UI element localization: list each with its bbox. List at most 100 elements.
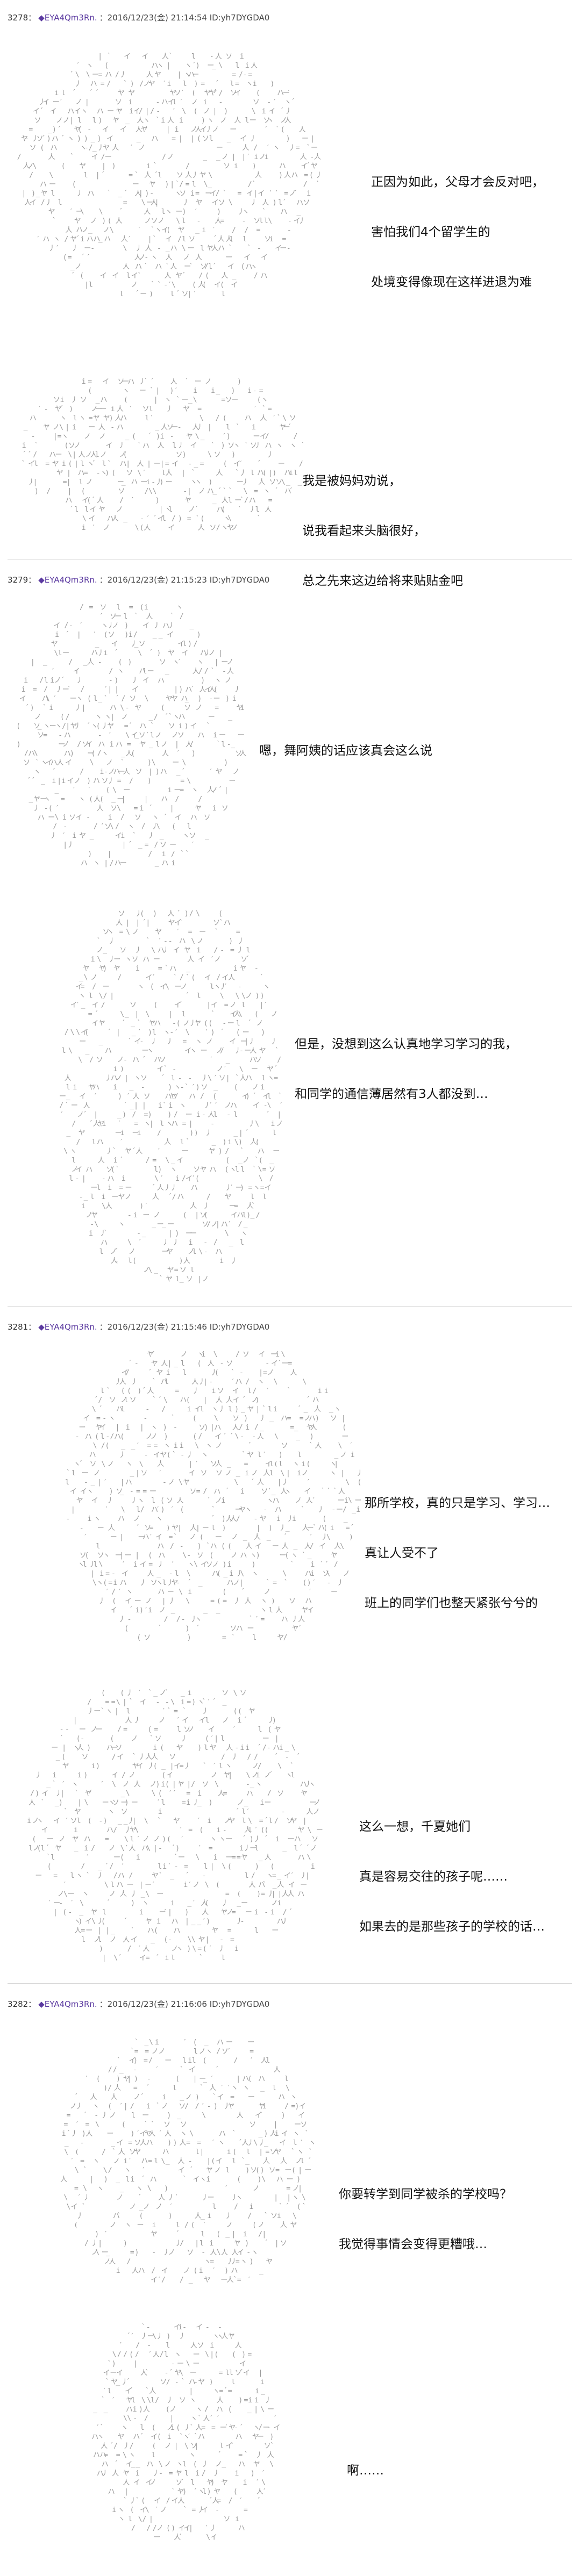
svg-text:`: ` (215, 928, 219, 936)
svg-text:ノ: ノ (125, 1193, 132, 1201)
svg-text:ノ: ノ (131, 1735, 138, 1743)
svg-text:/: / (180, 2276, 184, 2284)
svg-text:(: ( (111, 469, 116, 477)
svg-text:イ: イ (201, 1561, 208, 1569)
svg-text:ー: ー (190, 2369, 197, 2377)
svg-text:/: / (176, 1616, 181, 1624)
svg-text:(: ( (153, 1001, 158, 1009)
svg-text:-: - (68, 1908, 73, 1917)
svg-text:人: 人 (157, 1184, 164, 1192)
svg-text:\: \ (75, 71, 80, 79)
svg-text:=: = (148, 2157, 152, 2165)
author-name: ◆EYA4Qm3Rn. (38, 575, 97, 585)
svg-text:`: ` (236, 424, 240, 432)
svg-text:i: i (234, 1945, 239, 1953)
svg-text:|: | (168, 1230, 173, 1238)
svg-text:人: 人 (287, 1890, 294, 1898)
svg-text:_: _ (187, 1899, 191, 1907)
svg-text:-: - (140, 1038, 144, 1046)
svg-text:l: l (108, 2387, 112, 2395)
svg-text:ソ: ソ (53, 396, 60, 404)
svg-text:ヽ: ヽ (156, 1515, 163, 1523)
svg-text:=: = (282, 235, 287, 243)
svg-text:′: ′ (111, 2396, 116, 2405)
svg-text:-: - (265, 1360, 269, 1368)
svg-text:ヽ: ヽ (118, 2506, 125, 2514)
svg-text:-: - (263, 1102, 268, 1110)
post-number[interactable]: 3279： (8, 575, 37, 585)
svg-text:`: ` (165, 965, 169, 973)
svg-text:ヽ: ヽ (41, 759, 48, 767)
svg-text:/: / (59, 1102, 63, 1110)
svg-text:ソ: ソ (222, 2048, 229, 2056)
svg-text:イ: イ (86, 741, 92, 749)
svg-text:ー: ー (230, 126, 237, 134)
svg-text:|: | (310, 135, 315, 143)
svg-text:´: ´ (289, 487, 293, 496)
svg-text:人: 人 (140, 2369, 147, 2377)
svg-text:): ) (77, 135, 81, 143)
svg-text:ノ: ノ (231, 1552, 238, 1560)
svg-text:丿: 丿 (35, 1771, 42, 1779)
svg-text:ヤ: ヤ (301, 1606, 308, 1615)
svg-text:l: l (245, 1872, 249, 1880)
svg-text:ハ: ハ (146, 2460, 153, 2469)
svg-text:/: / (303, 181, 308, 189)
svg-text:´: ´ (208, 2497, 212, 2505)
svg-text:人: 人 (226, 1515, 233, 1523)
svg-text:_: _ (92, 144, 97, 152)
svg-text:/: / (120, 814, 125, 822)
svg-text:/: / (113, 1872, 118, 1880)
svg-text:ヽ: ヽ (207, 117, 214, 125)
svg-text:l: l (272, 1129, 276, 1137)
svg-text:イ: イ (116, 2369, 123, 2377)
svg-text:-: - (152, 2249, 156, 2257)
svg-text:ー: ー (208, 2194, 215, 2202)
svg-text:ヤ: ヤ (48, 208, 55, 216)
svg-text:ノ: ノ (74, 442, 81, 450)
svg-text:\: \ (188, 1936, 192, 1944)
svg-text:人: 人 (209, 686, 216, 694)
svg-text:-: - (253, 387, 257, 395)
svg-text:′: ′ (101, 823, 105, 831)
svg-text:′: ′ (77, 2194, 81, 2202)
svg-text:l: l (77, 117, 82, 125)
post-number[interactable]: 3282： (8, 1999, 37, 2009)
svg-text:ハ: ハ (116, 1405, 123, 1413)
svg-text:-: - (203, 1239, 208, 1247)
svg-text:/: / (229, 2497, 233, 2505)
post-number[interactable]: 3278： (8, 13, 37, 23)
svg-text:=: = (274, 1074, 278, 1082)
svg-text:ヤ: ヤ (206, 2166, 213, 2175)
svg-text:\: \ (101, 1460, 105, 1468)
svg-text:/: / (39, 677, 44, 685)
svg-text:_: _ (131, 2460, 136, 2469)
svg-text:ノ: ノ (188, 506, 195, 514)
svg-text:i: i (166, 1369, 170, 1377)
svg-text:): ) (201, 117, 205, 125)
svg-text:人: 人 (207, 786, 214, 794)
svg-text:イ: イ (166, 1771, 173, 1779)
svg-text:|: | (181, 469, 186, 477)
svg-text:l: l (248, 1826, 252, 1834)
svg-text:人: 人 (258, 478, 265, 486)
svg-text:(: ( (194, 107, 198, 116)
svg-text:ヽ: ヽ (117, 668, 124, 676)
svg-text:-: - (137, 1230, 141, 1238)
svg-text:i: i (229, 1570, 233, 1578)
svg-text:=: = (247, 2351, 252, 2359)
svg-text:i: i (209, 2240, 213, 2248)
svg-text:l: l (158, 171, 162, 180)
svg-text:(: ( (255, 2166, 260, 2175)
svg-text:|: | (124, 2103, 128, 2111)
svg-text:): ) (245, 2166, 250, 2175)
svg-text:イ: イ (240, 135, 247, 143)
svg-text:ー: ー (140, 290, 147, 298)
svg-text:|: | (189, 1120, 193, 1128)
svg-text:´: ´ (306, 1396, 310, 1404)
svg-text:ヤ: ヤ (206, 245, 213, 253)
svg-text:=: = (232, 1908, 236, 1917)
svg-text:\: \ (345, 1479, 350, 1487)
svg-text:ハ: ハ (198, 2433, 205, 2441)
post-number[interactable]: 3281： (8, 1322, 37, 1332)
